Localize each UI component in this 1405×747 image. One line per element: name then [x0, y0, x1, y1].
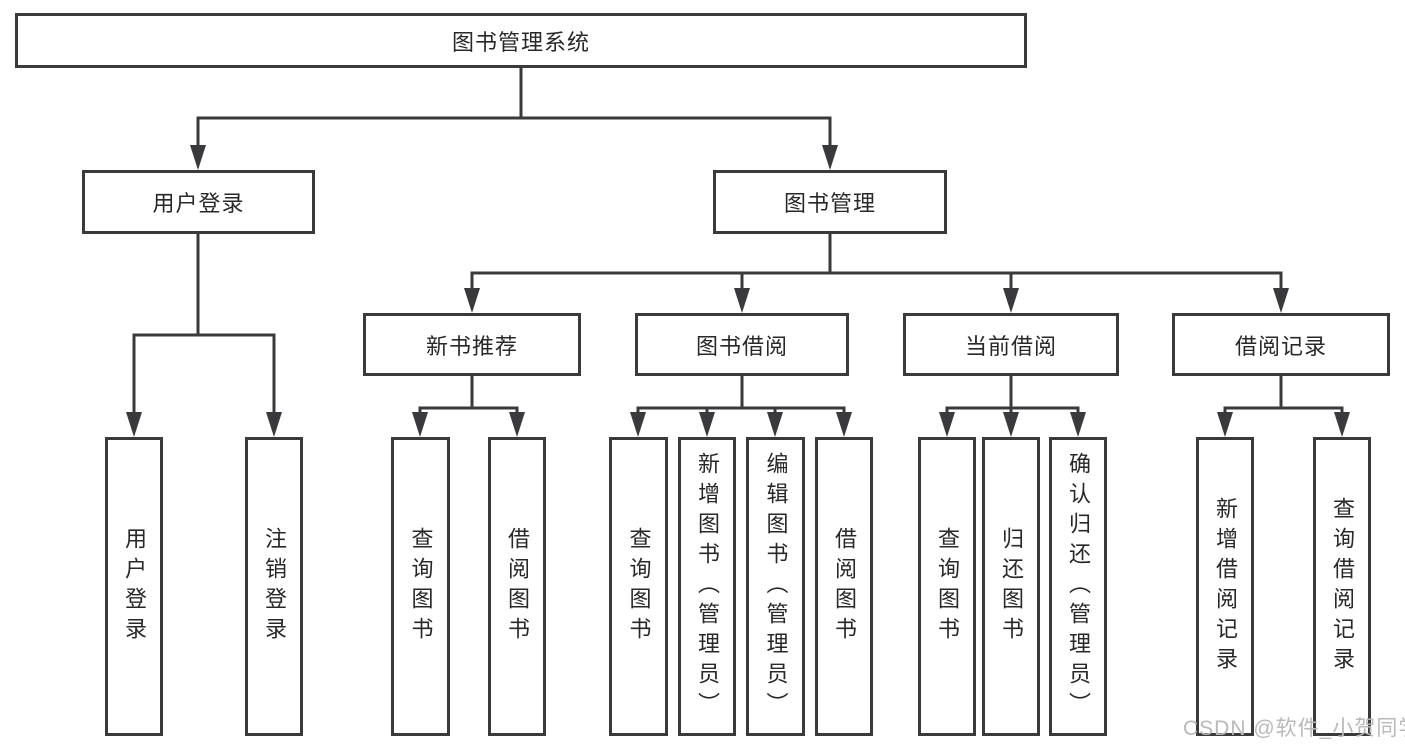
node-user-login-label: 用户登录	[152, 191, 245, 216]
leaf-logout-label: 注销登录	[262, 526, 287, 647]
connector-borrow-record-branch	[1217, 375, 1350, 437]
connector-book-mgmt-branch	[464, 233, 1289, 313]
leaf-query-book-1-label: 查询图书	[408, 526, 434, 647]
leaf-borrow-book-1-label: 借阅图书	[505, 526, 530, 647]
leaf-edit-book-label: 编辑图书（管理员）	[763, 451, 789, 722]
node-book-mgmt-label: 图书管理	[783, 191, 876, 216]
node-root: 图书管理系统	[15, 13, 1027, 68]
node-root-label: 图书管理系统	[451, 29, 590, 55]
connector-book-borrow-branch	[630, 375, 852, 437]
node-borrow-record-label: 借阅记录	[1234, 333, 1327, 359]
leaf-user-login-label: 用户登录	[122, 526, 147, 647]
node-new-book-rec-label: 新书推荐	[425, 333, 518, 359]
node-book-mgmt: 图书管理	[713, 170, 947, 234]
leaf-borrow-book-2: 借阅图书	[815, 437, 873, 736]
csdn-watermark: CSDN @软件_小贺同学	[1183, 717, 1405, 740]
connector-root-branch	[190, 66, 838, 170]
leaf-edit-book: 编辑图书（管理员）	[746, 437, 805, 736]
leaf-add-book-label: 新增图书（管理员）	[695, 451, 720, 722]
node-current-borrow-label: 当前借阅	[964, 333, 1057, 359]
connector-user-login-branch	[126, 233, 282, 437]
leaf-query-record-label: 查询借阅记录	[1330, 496, 1355, 677]
leaf-borrow-book-1: 借阅图书	[488, 437, 546, 736]
node-new-book-rec: 新书推荐	[363, 313, 581, 376]
node-borrow-record: 借阅记录	[1172, 313, 1390, 376]
leaf-add-record: 新增借阅记录	[1196, 437, 1254, 736]
leaf-confirm-return: 确认归还（管理员）	[1049, 437, 1107, 736]
node-book-borrow: 图书借阅	[635, 313, 849, 376]
leaf-user-login: 用户登录	[105, 437, 163, 736]
leaf-borrow-book-2-label: 借阅图书	[832, 526, 857, 647]
node-current-borrow: 当前借阅	[903, 313, 1119, 376]
leaf-return-book: 归还图书	[982, 437, 1040, 736]
node-book-borrow-label: 图书借阅	[695, 333, 788, 359]
leaf-query-record: 查询借阅记录	[1313, 437, 1371, 736]
connector-current-borrow-branch	[939, 375, 1086, 437]
leaf-query-book-3: 查询图书	[918, 437, 976, 736]
leaf-return-book-label: 归还图书	[999, 526, 1024, 647]
leaf-logout: 注销登录	[245, 437, 303, 736]
leaf-query-book-3-label: 查询图书	[935, 526, 960, 647]
leaf-query-book-2-label: 查询图书	[626, 526, 652, 647]
leaf-query-book-2: 查询图书	[609, 437, 668, 736]
leaf-confirm-return-label: 确认归还（管理员）	[1066, 451, 1091, 722]
leaf-add-book: 新增图书（管理员）	[678, 437, 736, 736]
leaf-add-record-label: 新增借阅记录	[1213, 496, 1238, 677]
connector-new-book-rec-branch	[412, 375, 525, 437]
node-user-login: 用户登录	[82, 170, 315, 234]
leaf-query-book-1: 查询图书	[391, 437, 450, 736]
